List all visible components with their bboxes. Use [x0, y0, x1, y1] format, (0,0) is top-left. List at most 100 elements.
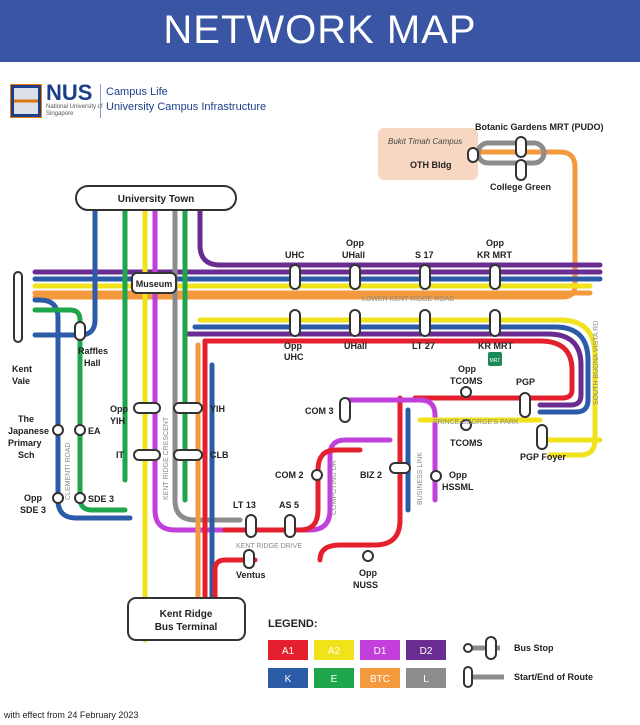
label-com3: COM 3 — [305, 406, 334, 416]
label-it: IT — [116, 450, 125, 460]
label-kent-vale-2: Vale — [12, 376, 30, 386]
label-as5: AS 5 — [279, 500, 299, 510]
label-s17: S 17 — [415, 250, 434, 260]
bus-stop-ventus[interactable] — [243, 549, 255, 569]
road-south-buona-vista: SOUTH BUONA VISTA RD — [593, 321, 600, 405]
museum-label: Museum — [136, 279, 173, 289]
bus-stop-ea[interactable] — [74, 424, 86, 436]
bus-stop-biz2[interactable] — [389, 462, 411, 474]
bus-stop-sde3[interactable] — [74, 492, 86, 504]
route-a2-lower — [197, 317, 598, 458]
legend-bus-stop-circle-icon — [463, 643, 473, 653]
mrt-icon — [488, 352, 502, 366]
bus-stop-com3[interactable] — [339, 397, 351, 423]
label-opp-hssml-2: HSSML — [442, 482, 474, 492]
bus-stop-botanic-gardens[interactable] — [515, 136, 527, 158]
route-a1-biz — [317, 395, 403, 563]
label-kr-mrt: KR MRT — [478, 341, 513, 351]
university-town-terminal[interactable] — [75, 185, 237, 211]
legend-bus-stop-label: Bus Stop — [514, 643, 554, 653]
bus-stop-tcoms[interactable] — [460, 419, 472, 431]
label-clb: CLB — [210, 450, 229, 460]
route-e-clementi — [32, 307, 128, 513]
museum-terminal[interactable] — [131, 272, 177, 294]
bus-stop-clb[interactable] — [173, 449, 203, 461]
bus-stop-opp-yih[interactable] — [133, 402, 161, 414]
kent-vale-terminal[interactable] — [13, 271, 23, 343]
label-pgp: PGP — [516, 377, 535, 387]
bus-stop-raffles-hall[interactable] — [74, 321, 86, 341]
route-d1-ut — [152, 202, 393, 533]
legend-swatch-d1 — [360, 640, 400, 660]
road-prince-georges-park: PRINCE GEORGE'S PARK — [433, 419, 519, 426]
header-banner — [0, 0, 640, 62]
kr-terminal-label-1: Kent Ridge — [160, 609, 213, 620]
legend-swatch-a2 — [314, 640, 354, 660]
legend-swatch-k — [268, 668, 308, 688]
page-title: NETWORK MAP — [163, 8, 477, 52]
nus-logo-text: NUS — [46, 80, 93, 105]
bus-stop-college-green[interactable] — [515, 159, 527, 181]
legend-swatch-a1 — [268, 640, 308, 660]
bus-stop-it[interactable] — [133, 449, 161, 461]
route-d2-lower — [182, 331, 584, 408]
bus-stop-japanese-school[interactable] — [52, 424, 64, 436]
road-kent-ridge-drive: KENT RIDGE DRIVE — [236, 543, 302, 550]
route-l-crescent — [172, 202, 243, 523]
legend-swatch-l — [406, 668, 446, 688]
bus-stop-com2[interactable] — [311, 469, 323, 481]
nus-crest-icon — [10, 84, 42, 118]
road-kent-ridge-crescent: KENT RIDGE CRESCENT — [163, 416, 170, 500]
kent-ridge-bus-terminal[interactable] — [127, 597, 246, 641]
bus-stop-opp-uhall[interactable] — [349, 264, 361, 290]
label-raffles-hall-2: Hall — [84, 358, 101, 368]
legend-label-d2: D2 — [420, 646, 433, 657]
route-d2-ut — [197, 202, 603, 268]
label-opp-yih-1: Opp — [110, 404, 128, 414]
label-tcoms: TCOMS — [450, 438, 483, 448]
bus-stop-opp-nuss[interactable] — [362, 550, 374, 562]
label-japanese-1: The — [18, 414, 34, 424]
route-a1-terminal — [212, 557, 258, 603]
bus-stop-opp-uhc[interactable] — [289, 309, 301, 337]
route-a1-kentridge — [222, 447, 363, 533]
label-lt27: LT 27 — [412, 341, 435, 351]
label-opp-uhc-1: Opp — [284, 341, 302, 351]
bus-stop-uhall[interactable] — [349, 309, 361, 337]
bus-stop-pgp-foyer[interactable] — [536, 424, 548, 450]
label-sde3: SDE 3 — [88, 494, 114, 504]
legend-bus-stop-icon — [485, 636, 497, 660]
bus-stop-as5[interactable] — [284, 514, 296, 538]
bus-stop-oth-bldg[interactable] — [467, 147, 479, 163]
label-raffles-hall-1: Raffles — [78, 346, 108, 356]
bus-stop-s17[interactable] — [419, 264, 431, 290]
bus-stop-opp-sde3[interactable] — [52, 492, 64, 504]
label-opp-nuss-1: Opp — [359, 568, 377, 578]
bus-stop-yih[interactable] — [173, 402, 203, 414]
bus-stop-lt27[interactable] — [419, 309, 431, 337]
branding-line-1: Campus Life — [106, 86, 168, 98]
label-opp-uhc-2: UHC — [284, 352, 304, 362]
bus-stop-opp-tcoms[interactable] — [460, 386, 472, 398]
bus-stop-opp-hssml[interactable] — [430, 470, 442, 482]
label-opp-yih-2: YIH — [110, 416, 125, 426]
label-kent-vale-1: Kent — [12, 364, 32, 374]
legend-label-a1: A1 — [282, 646, 295, 657]
legend-title: LEGEND: — [268, 618, 318, 630]
bus-stop-lt13[interactable] — [245, 514, 257, 538]
route-k-clementi — [32, 297, 133, 521]
bus-stop-uhc[interactable] — [289, 264, 301, 290]
bus-stop-opp-kr-mrt[interactable] — [489, 264, 501, 290]
bus-stop-kr-mrt[interactable] — [489, 309, 501, 337]
legend-label-a2: A2 — [328, 646, 341, 657]
university-town-label: University Town — [118, 194, 195, 205]
label-opp-nuss-2: NUSS — [353, 580, 378, 590]
road-clementi: CLEMENTI ROAD — [65, 442, 72, 500]
label-lt13: LT 13 — [233, 500, 256, 510]
label-botanic-gardens: Botanic Gardens MRT (PUDO) — [475, 122, 604, 132]
label-opp-tcoms-1: Opp — [458, 364, 476, 374]
bus-stop-pgp[interactable] — [519, 392, 531, 418]
footer-effective-date: with effect from 24 February 2023 — [4, 710, 139, 720]
